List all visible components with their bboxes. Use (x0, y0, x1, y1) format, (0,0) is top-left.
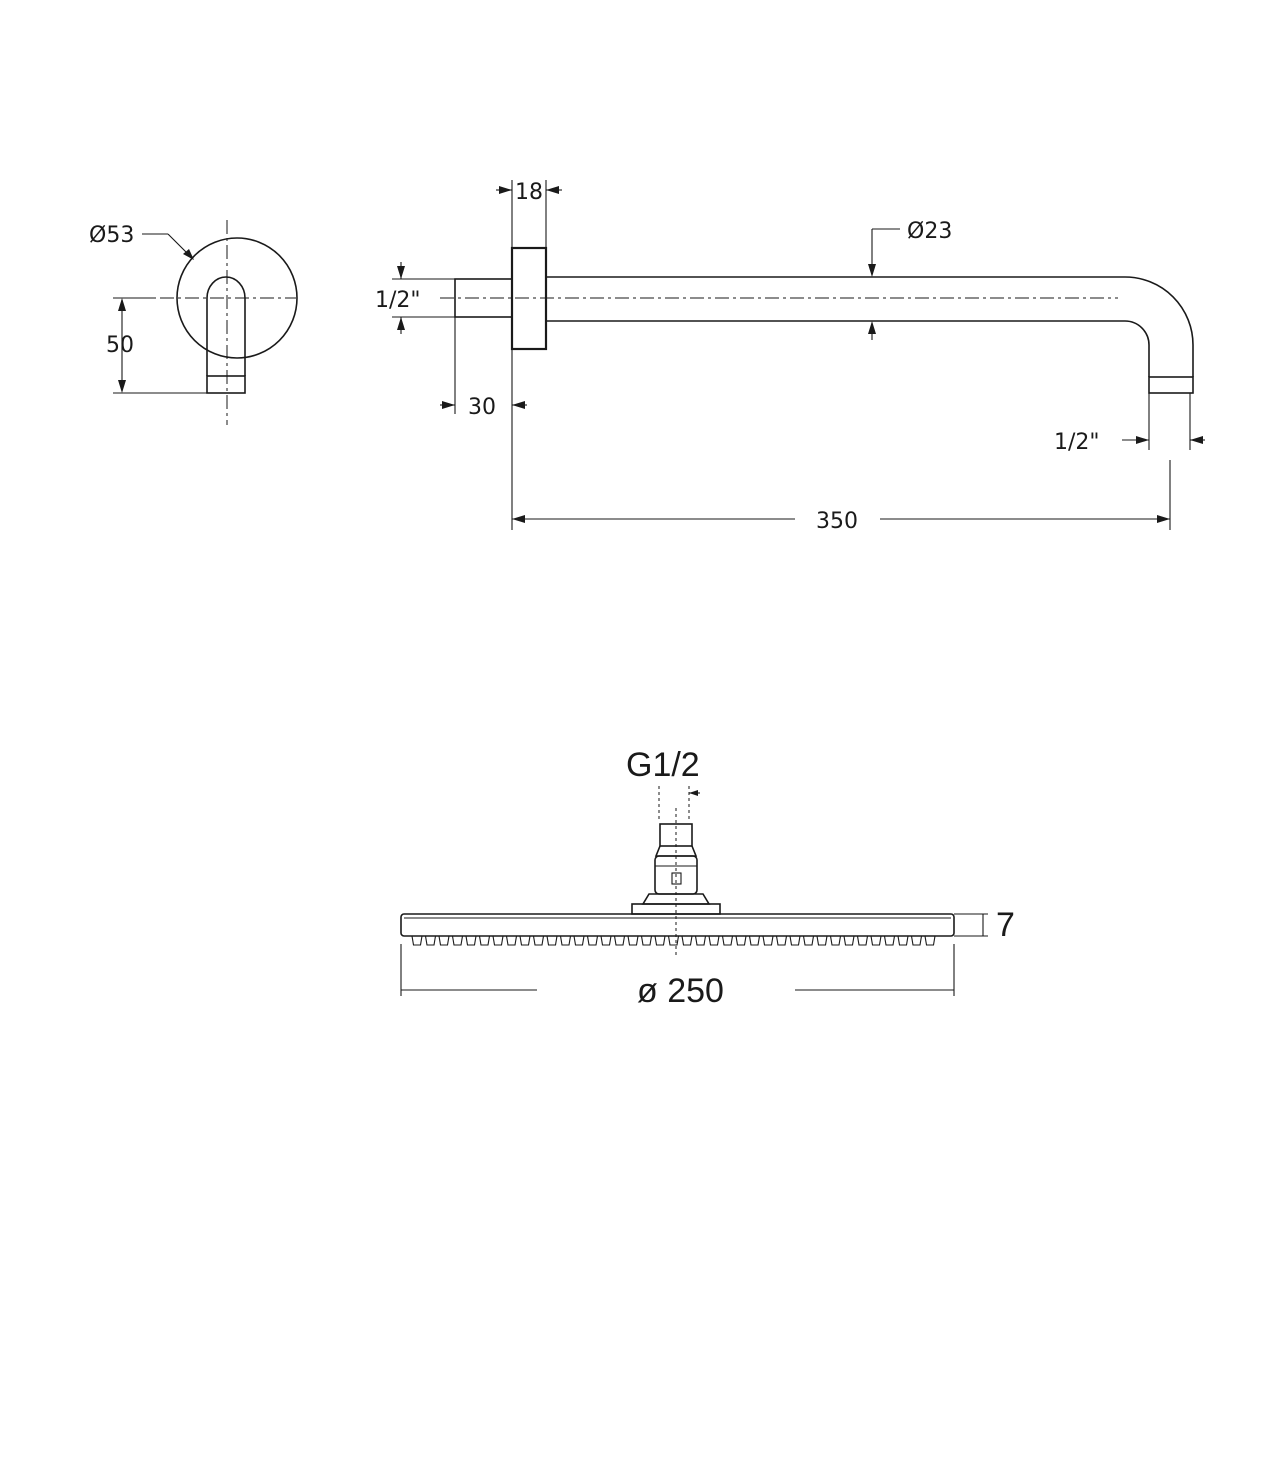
nozzle (694, 935, 707, 946)
length-arrow-left (512, 515, 525, 523)
head-connection-label: G1/2 (626, 746, 700, 784)
arm-length-label: 350 (816, 509, 858, 534)
nozzle (465, 935, 477, 946)
nozzle (843, 935, 855, 946)
outlet-thread-label: 1/2" (1054, 430, 1100, 455)
outlet-thread (1148, 376, 1194, 394)
arm-bottom-edge (546, 320, 1150, 377)
inlet-arrow-top (397, 266, 405, 279)
nozzle (667, 935, 680, 946)
inlet-thread-label: 1/2" (375, 288, 421, 313)
nozzle (546, 935, 558, 946)
nozzle (681, 935, 693, 946)
nozzle (748, 935, 761, 946)
outlet-arrow-left (1136, 436, 1149, 444)
arm-top-edge (546, 276, 1194, 377)
nozzle (816, 935, 828, 946)
flange-circle (176, 237, 298, 359)
thread-arrow-right (512, 401, 525, 409)
head-plate (400, 913, 955, 937)
nozzle (451, 935, 464, 946)
connection-arrow (689, 790, 698, 796)
flange-arrow-right (546, 186, 559, 194)
nozzle (721, 935, 734, 946)
offset-arrow-top (118, 298, 126, 311)
nozzle (411, 935, 423, 946)
nozzle (735, 935, 747, 946)
nozzle (627, 935, 639, 946)
nozzle (708, 935, 720, 946)
nozzle (505, 935, 518, 946)
nozzle (613, 935, 626, 946)
nozzle (532, 935, 545, 946)
wall-offset-label: 50 (106, 333, 134, 358)
length-arrow-right (1157, 515, 1170, 523)
nozzle (492, 935, 504, 946)
arm-diameter-label: Ø23 (907, 219, 952, 244)
nozzle (573, 935, 585, 946)
nozzle (829, 935, 842, 946)
arm-dia-arrow-bottom (868, 321, 876, 334)
shower-head-view: G1/2 7 ø 250 (400, 746, 1015, 1010)
nozzle (559, 935, 572, 946)
nozzle (586, 935, 599, 946)
nozzle (870, 935, 882, 946)
nozzle-row (411, 935, 936, 946)
arm-view: 18 Ø23 1/2" 30 1/2" (375, 180, 1205, 534)
nozzle (802, 935, 815, 946)
nozzle (438, 935, 450, 946)
nozzle (897, 935, 909, 946)
nozzle (856, 935, 869, 946)
nozzle (762, 935, 774, 946)
arm-dia-arrow-top (868, 264, 876, 277)
inlet-arrow-bottom (397, 317, 405, 330)
nozzle (478, 935, 491, 946)
thread-length-label: 30 (468, 395, 496, 420)
arm-profile (206, 276, 246, 376)
nozzle (789, 935, 801, 946)
nozzle (600, 935, 612, 946)
side-view: Ø53 50 (89, 220, 298, 425)
nozzle (924, 935, 936, 946)
ball-joint-screw (671, 872, 682, 885)
flange-arrow-left (499, 186, 512, 194)
nozzle (883, 935, 896, 946)
flange-diameter-arrow (183, 249, 194, 260)
nozzle (424, 935, 437, 946)
thread-arrow-left (442, 401, 455, 409)
nozzle (640, 935, 653, 946)
nozzle (654, 935, 666, 946)
nozzle (910, 935, 923, 946)
nozzle (519, 935, 531, 946)
outlet-nut (206, 375, 246, 394)
head-thickness-label: 7 (996, 906, 1015, 944)
nozzle (775, 935, 788, 946)
outlet-arrow-right (1190, 436, 1203, 444)
flange-thickness-label: 18 (515, 180, 543, 205)
offset-arrow-bottom (118, 380, 126, 393)
flange-diameter-label: Ø53 (89, 223, 134, 248)
head-diameter-label: ø 250 (637, 972, 724, 1010)
